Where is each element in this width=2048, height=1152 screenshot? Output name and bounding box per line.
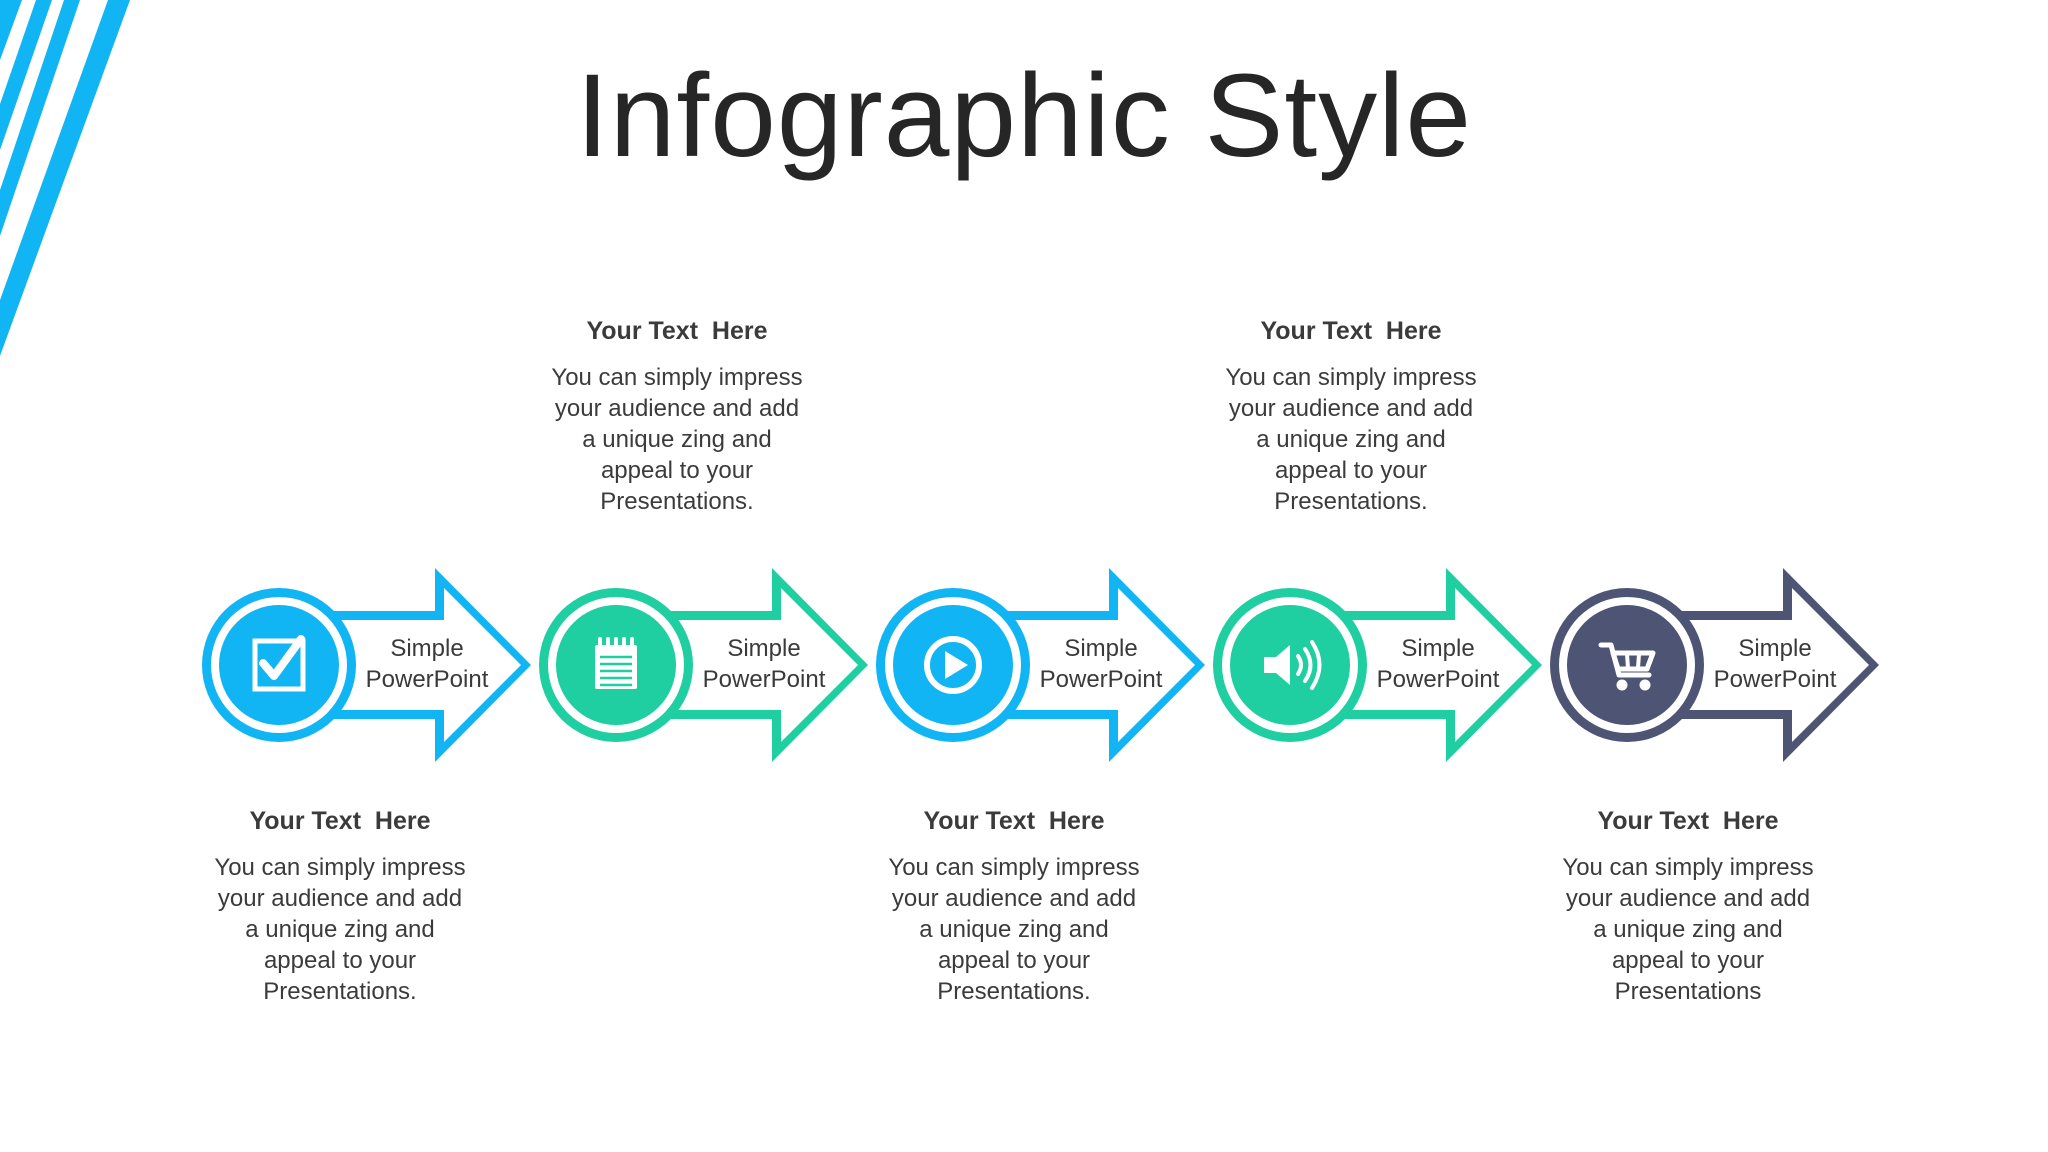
step-arrow-shape — [1550, 568, 1879, 762]
slide-title: Infographic Style — [576, 50, 1472, 182]
notepad-icon — [595, 637, 637, 689]
speaker-icon — [1264, 640, 1322, 690]
step-arrow-shape — [539, 568, 868, 762]
step-body-text: You can simply impress your audience and… — [888, 854, 1140, 1005]
step-heading: Your Text Here — [1597, 807, 1779, 835]
step-heading: Your Text Here — [923, 807, 1105, 835]
step-heading: Your Text Here — [249, 807, 431, 835]
step-heading: Your Text Here — [1260, 317, 1442, 345]
step-arrow-shape — [876, 568, 1205, 762]
cart-icon — [1598, 642, 1656, 691]
step-body-text: You can simply impress your audience and… — [551, 364, 803, 515]
corner-stripes-decoration — [0, 0, 130, 356]
step-body-text: You can simply impress your audience and… — [214, 854, 466, 1005]
play-icon — [924, 636, 982, 694]
step-heading: Your Text Here — [586, 317, 768, 345]
step-body-text: You can simply impress your audience and… — [1225, 364, 1477, 515]
checkbox-icon — [252, 635, 306, 692]
step-body-text: You can simply impress your audience and… — [1562, 854, 1814, 1005]
